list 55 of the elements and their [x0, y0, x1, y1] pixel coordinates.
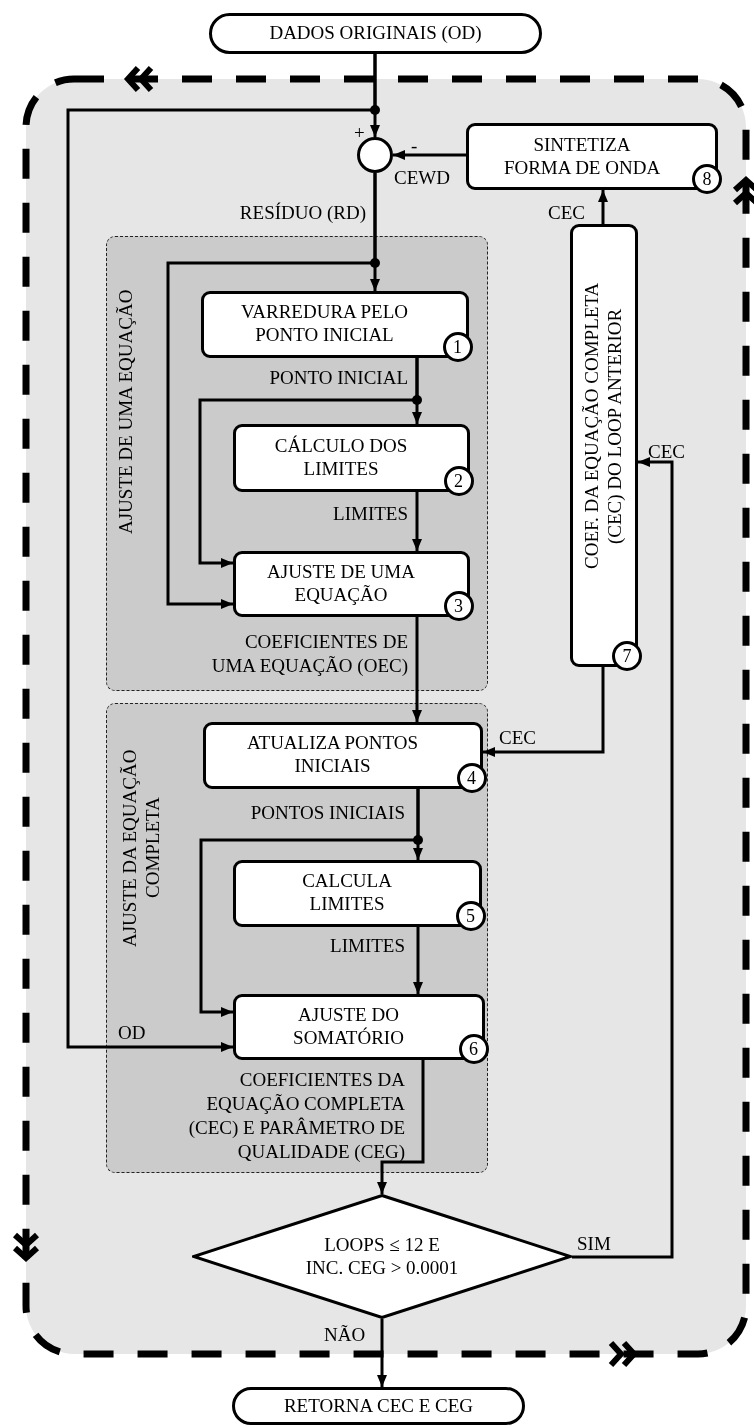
step-number: 8	[692, 164, 722, 194]
step-title: ATUALIZA PONTOS INICIAIS	[245, 732, 420, 778]
arrow	[413, 927, 423, 994]
arrow	[198, 358, 419, 568]
step-title: CALCULA LIMITES	[301, 870, 393, 916]
arrow	[598, 190, 608, 224]
edge-label: OD	[118, 1021, 146, 1045]
step-number: 1	[442, 331, 473, 362]
arrow	[483, 667, 605, 757]
arrow	[412, 617, 422, 722]
edge-label: LIMITES	[333, 502, 408, 526]
step-number: 4	[456, 762, 487, 793]
terminal-box	[209, 13, 542, 54]
group-panel	[106, 236, 488, 691]
edge-label: SIM	[577, 1232, 611, 1256]
step-number: 3	[443, 590, 474, 621]
step-number: 6	[458, 1033, 489, 1064]
edge-label: PONTOS INICIAIS	[250, 801, 405, 825]
step-title: COEF. DA EQUAÇÃO COMPLETA (CEC) DO LOOP ANTERIOR	[581, 281, 626, 571]
arrow	[412, 492, 422, 551]
step-title: RETORNA CEC E CEG	[283, 1394, 474, 1418]
edge-label: PONTO INICIAL	[269, 366, 408, 390]
step-number: 5	[455, 900, 486, 931]
signal-label: CEC	[648, 440, 685, 464]
step-title: VARREDURA PELO PONTO INICIAL	[240, 301, 409, 347]
step-title: AJUSTE DE UMA EQUAÇÃO	[266, 560, 416, 607]
condition-text: LOOPS ≤ 12 E INC. CEG > 0.0001	[304, 1233, 460, 1280]
edge-label: COEFICIENTES DA EQUAÇÃO COMPLETA (CEC) E PARÂMETRO DE QUALIDADE (CEG)	[187, 1068, 405, 1164]
group-panel	[106, 703, 488, 1173]
edge-label: CEC	[499, 726, 536, 750]
terminal-box	[232, 1387, 525, 1425]
arrow	[166, 173, 377, 609]
arrow	[199, 789, 420, 1017]
edge-label: RESÍDUO (RD)	[239, 201, 366, 225]
step-title: AJUSTE DO SOMATÓRIO	[292, 1003, 405, 1050]
arrow	[377, 1060, 425, 1194]
step-number: 2	[443, 465, 474, 496]
sign-label: -	[411, 134, 418, 158]
edge-label: CEWD	[394, 166, 450, 190]
edge-label: CEC	[548, 201, 585, 225]
group-title: AJUSTE DE UMA EQUAÇÃO	[115, 288, 137, 537]
step-title: CÁLCULO DOS LIMITES	[273, 434, 409, 481]
edge-label: NÃO	[324, 1323, 366, 1347]
step-title: DADOS ORIGINAIS (OD)	[269, 22, 482, 45]
step-title: SINTETIZA FORMA DE ONDA	[502, 133, 662, 180]
edge-label: LIMITES	[330, 934, 405, 958]
arrow	[377, 1319, 387, 1387]
edge-label: COEFICIENTES DE UMA EQUAÇÃO (OEC)	[210, 630, 408, 678]
arrow	[393, 150, 466, 160]
step-number: 7	[612, 641, 642, 671]
arrow	[572, 457, 674, 1259]
group-title: AJUSTE DA EQUAÇÃO COMPLETA	[119, 748, 164, 949]
sign-label: +	[354, 121, 365, 145]
decision-diamond	[192, 1194, 572, 1319]
arrow	[66, 54, 377, 1052]
